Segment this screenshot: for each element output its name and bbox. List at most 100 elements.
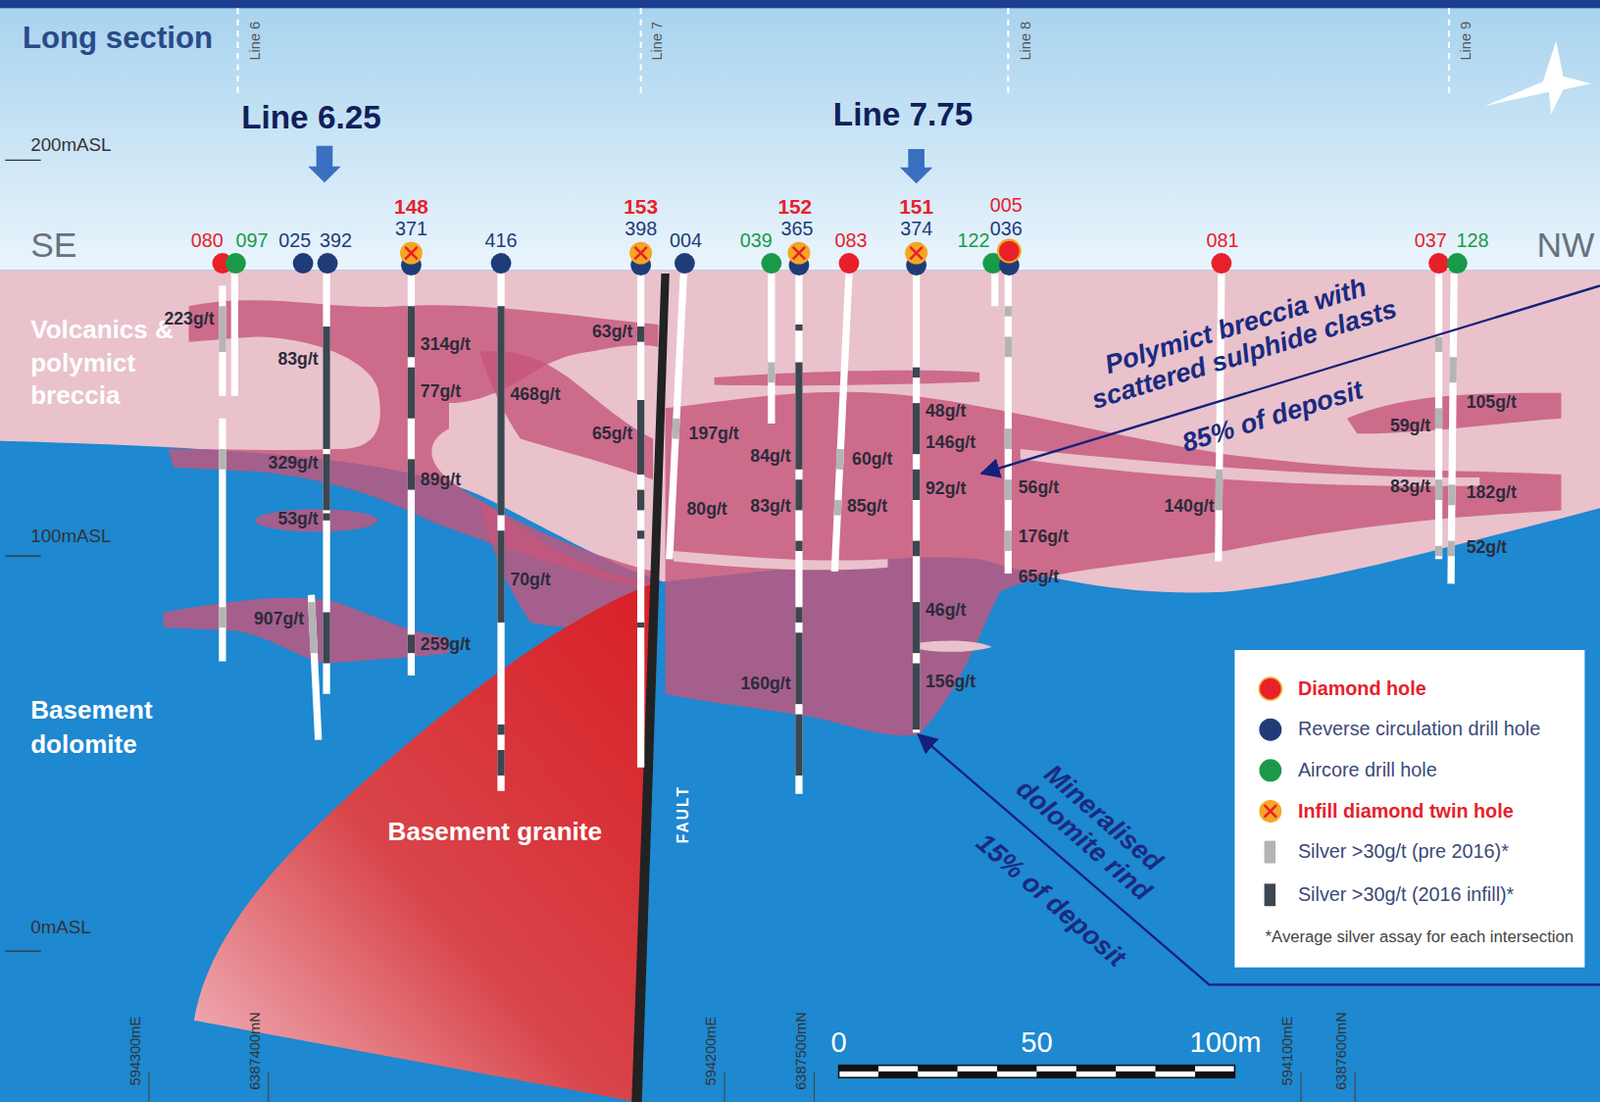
assay-interval bbox=[795, 714, 802, 776]
hole-id: 080 bbox=[191, 231, 224, 253]
hole-marker bbox=[317, 252, 339, 274]
hole-id: 037 bbox=[1414, 231, 1448, 253]
assay-interval bbox=[1435, 407, 1443, 429]
grade-label: 59g/t bbox=[1390, 416, 1431, 436]
title: Long section bbox=[22, 20, 213, 54]
grid-lines bbox=[238, 7, 1450, 94]
drill-hole bbox=[218, 418, 226, 662]
hole-id: 025 bbox=[278, 231, 311, 253]
assay-interval bbox=[767, 361, 775, 383]
leader-lines bbox=[918, 285, 1600, 985]
hole-id: 122 bbox=[956, 231, 990, 253]
grid-line-label: Line 8 bbox=[1017, 21, 1034, 61]
coordinate-ticks bbox=[149, 1071, 1355, 1102]
hole-marker bbox=[1447, 252, 1468, 274]
line-arrows bbox=[307, 146, 933, 185]
legend-swatch bbox=[1256, 880, 1288, 909]
drill-hole bbox=[637, 273, 645, 768]
grade-label: 48g/t bbox=[925, 402, 966, 422]
hole-marker bbox=[1210, 252, 1232, 274]
scale-segment bbox=[839, 1071, 879, 1078]
assay-interval bbox=[218, 606, 226, 628]
unit-label: Basement granite bbox=[388, 817, 602, 847]
grade-label: 56g/t bbox=[1018, 479, 1059, 499]
legend-text: Aircore drill hole bbox=[1298, 759, 1438, 782]
drill-hole bbox=[767, 273, 775, 424]
scale-label: 100m bbox=[1190, 1027, 1262, 1059]
assay-interval bbox=[912, 367, 920, 378]
hole-id: 153 bbox=[623, 195, 658, 218]
assay-interval bbox=[637, 490, 645, 511]
hole-marker bbox=[1428, 252, 1450, 274]
legend-entry: Diamond hole bbox=[1256, 674, 1426, 703]
assay-interval bbox=[795, 632, 802, 704]
infill-marker bbox=[788, 242, 811, 265]
grade-label: 65g/t bbox=[592, 425, 633, 445]
assay-interval bbox=[407, 458, 415, 490]
assay-interval bbox=[833, 500, 842, 516]
scale-segment bbox=[1036, 1065, 1076, 1072]
direction-label: SE bbox=[30, 225, 77, 264]
hole-id: 004 bbox=[669, 231, 702, 253]
drill-hole bbox=[991, 273, 999, 306]
drill-hole bbox=[795, 273, 802, 795]
grade-label: 259g/t bbox=[420, 635, 471, 654]
assay-interval bbox=[1004, 428, 1012, 450]
hole-marker bbox=[839, 252, 860, 274]
grade-label: 70g/t bbox=[509, 570, 550, 590]
scale-segment bbox=[878, 1071, 918, 1078]
scale-segment bbox=[957, 1065, 998, 1072]
infill-marker bbox=[904, 242, 928, 265]
legend-box bbox=[1234, 650, 1585, 968]
infill-cross bbox=[404, 247, 417, 259]
assay-interval bbox=[795, 479, 802, 510]
legend-entry: Silver >30g/t (pre 2016)* bbox=[1256, 838, 1509, 867]
footnote: *Average silver assay for each intersect… bbox=[1265, 927, 1574, 946]
assay-interval bbox=[1004, 305, 1012, 316]
grade-label: 156g/t bbox=[925, 673, 976, 693]
infill-cross bbox=[793, 247, 805, 259]
fault-line bbox=[631, 273, 670, 1102]
grid-line-label: Line 7 bbox=[649, 21, 665, 61]
assay-interval bbox=[1215, 469, 1224, 511]
assay-interval bbox=[1435, 546, 1443, 556]
grade-label: 329g/t bbox=[268, 454, 319, 474]
assay-interval bbox=[637, 400, 645, 475]
drill-hole bbox=[912, 273, 920, 733]
coordinate-label: 594300mE bbox=[127, 1016, 144, 1086]
hole-marker bbox=[674, 252, 696, 274]
scale-segment bbox=[1155, 1065, 1196, 1072]
hole-id: 083 bbox=[835, 231, 868, 253]
hole-id: 039 bbox=[740, 231, 773, 253]
scale-label: 50 bbox=[1020, 1027, 1052, 1059]
legend-entry: Silver >30g/t (2016 infill)* bbox=[1256, 880, 1514, 909]
scale-outline bbox=[839, 1065, 1236, 1078]
coordinate-label: 594100mE bbox=[1280, 1016, 1297, 1086]
grade-label: 223g/t bbox=[163, 309, 214, 329]
scale-segment bbox=[878, 1065, 918, 1072]
assay-interval bbox=[1004, 479, 1012, 500]
infill-cross bbox=[909, 247, 922, 259]
drill-hole bbox=[669, 273, 685, 559]
grade-label: 46g/t bbox=[925, 601, 966, 621]
grade-label: 176g/t bbox=[1018, 528, 1069, 548]
infill-marker bbox=[1258, 800, 1282, 823]
hole-id: 005 bbox=[990, 195, 1023, 217]
legend-text: Silver >30g/t (pre 2016)* bbox=[1298, 841, 1509, 863]
grade-label: 146g/t bbox=[925, 433, 976, 452]
hole-id: 036 bbox=[990, 218, 1023, 241]
assay-interval bbox=[912, 469, 920, 500]
coordinate-label: 6387500mN bbox=[793, 1011, 809, 1090]
top-bar bbox=[0, 0, 1600, 8]
elevation-label: 0mASL bbox=[30, 918, 91, 940]
sky bbox=[0, 0, 1600, 271]
assay-interval bbox=[836, 449, 845, 470]
drill-hole bbox=[1450, 273, 1454, 584]
grade-label: 53g/t bbox=[277, 509, 318, 529]
legend-swatch bbox=[1256, 715, 1288, 745]
grade-label: 197g/t bbox=[689, 425, 740, 445]
drill-hole bbox=[1435, 273, 1443, 559]
scale-segment bbox=[839, 1065, 879, 1072]
logo-star bbox=[1484, 41, 1592, 115]
grade-label: 314g/t bbox=[420, 335, 471, 354]
